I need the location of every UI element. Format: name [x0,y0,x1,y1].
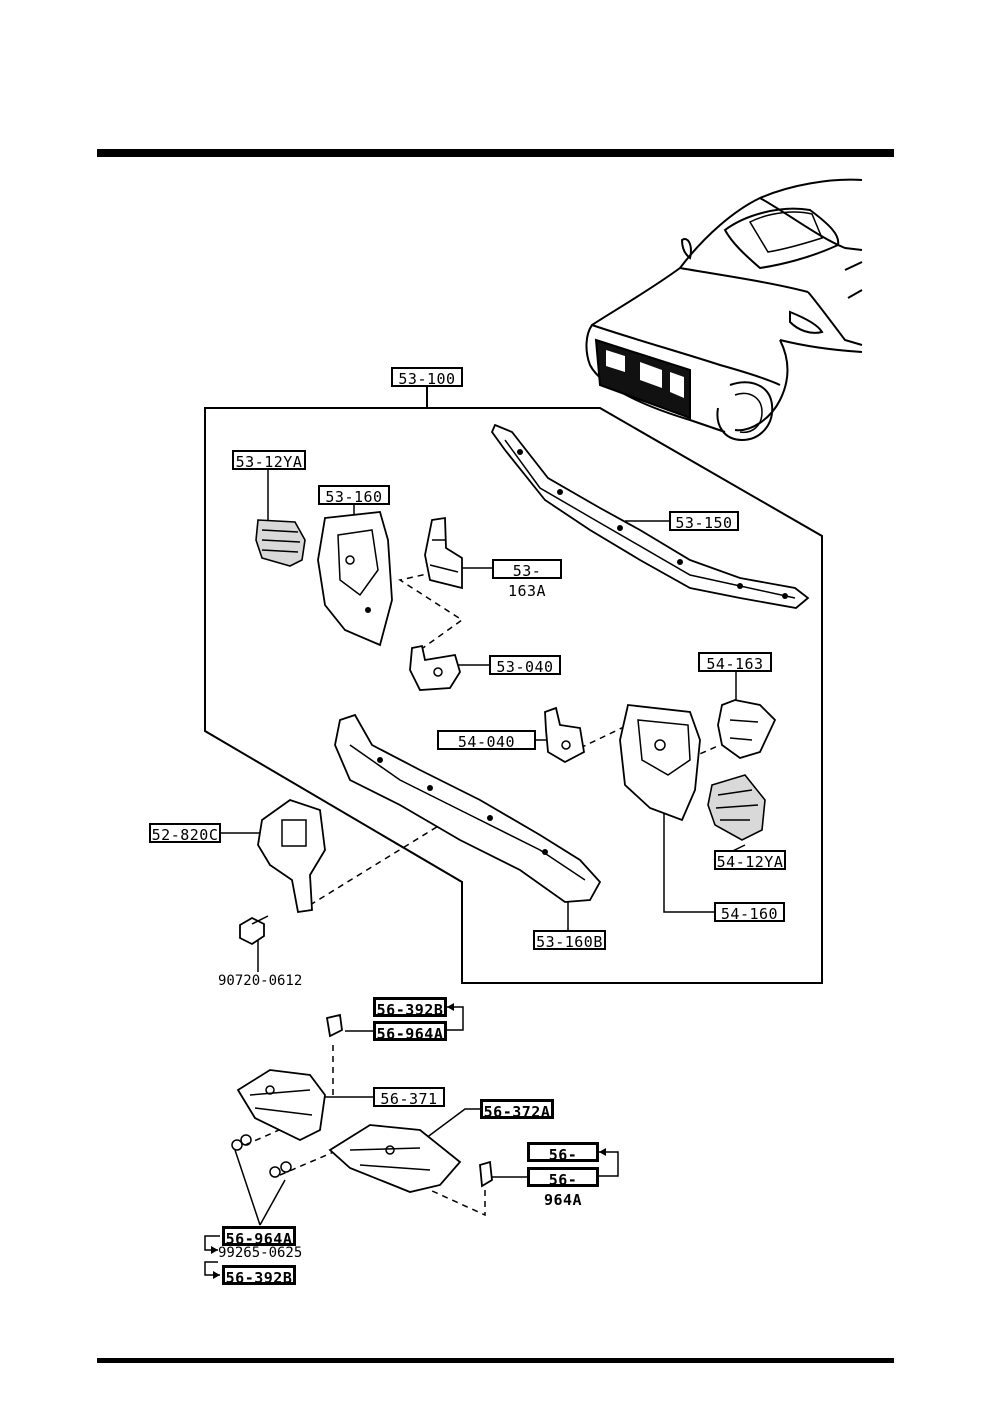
clips [231,1013,493,1188]
label-53-100[interactable]: 53-100 [391,367,463,388]
label-56-964a-right[interactable]: 56-964A [527,1167,599,1209]
label-53-160[interactable]: 53-160 [318,485,390,506]
top-rule [97,149,894,157]
label-53-150[interactable]: 53-150 [669,511,739,532]
assembly-outline [204,385,823,984]
part-53-150-upper-member [490,423,810,609]
label-54-12ya[interactable]: 54-12YA [714,850,786,871]
label-54-040[interactable]: 54-040 [437,730,536,751]
part-53-160-left-panel [317,511,393,647]
label-53-163a[interactable]: 53-163A [492,559,562,600]
label-56-964a-bottom[interactable]: 56-964A [222,1226,296,1248]
label-53-12ya[interactable]: 53-12YA [232,450,306,471]
label-56-964a-top[interactable]: 56-964A [373,1021,447,1043]
part-53-163a [424,516,463,590]
label-54-163[interactable]: 54-163 [698,652,772,673]
bottom-rule [97,1358,894,1363]
label-53-160b[interactable]: 53-160B [533,930,606,951]
part-53-160b-lower-member [334,713,602,903]
label-54-160[interactable]: 54-160 [714,902,785,923]
part-54-040 [544,706,585,764]
part-53-12ya [255,519,306,567]
label-56-371[interactable]: 56-371 [373,1087,445,1108]
part-56-372a-under-cover [328,1124,462,1193]
label-53-040[interactable]: 53-040 [489,655,561,676]
part-54-160-right-panel [619,704,701,822]
label-56-372a[interactable]: 56-372A [480,1099,554,1121]
part-56-371-under-cover [236,1069,326,1142]
label-56-392b-bottom[interactable]: 56-392B [222,1265,296,1287]
label-52-820c[interactable]: 52-820C [149,823,221,844]
part-90720-0612-bolt [239,915,269,946]
car-illustration [585,178,863,442]
part-54-12ya [707,774,766,841]
label-56-392b-right[interactable]: 56-392B [527,1142,599,1184]
label-56-392b-top[interactable]: 56-392B [373,997,447,1019]
label-90720-0612[interactable]: 90720-0612 [218,973,303,989]
part-52-820c [257,799,326,914]
part-54-163 [717,699,777,759]
arrowheads [211,1003,606,1279]
label-99265-0625[interactable]: 99265-0625 [218,1245,303,1261]
part-53-040 [409,644,461,691]
